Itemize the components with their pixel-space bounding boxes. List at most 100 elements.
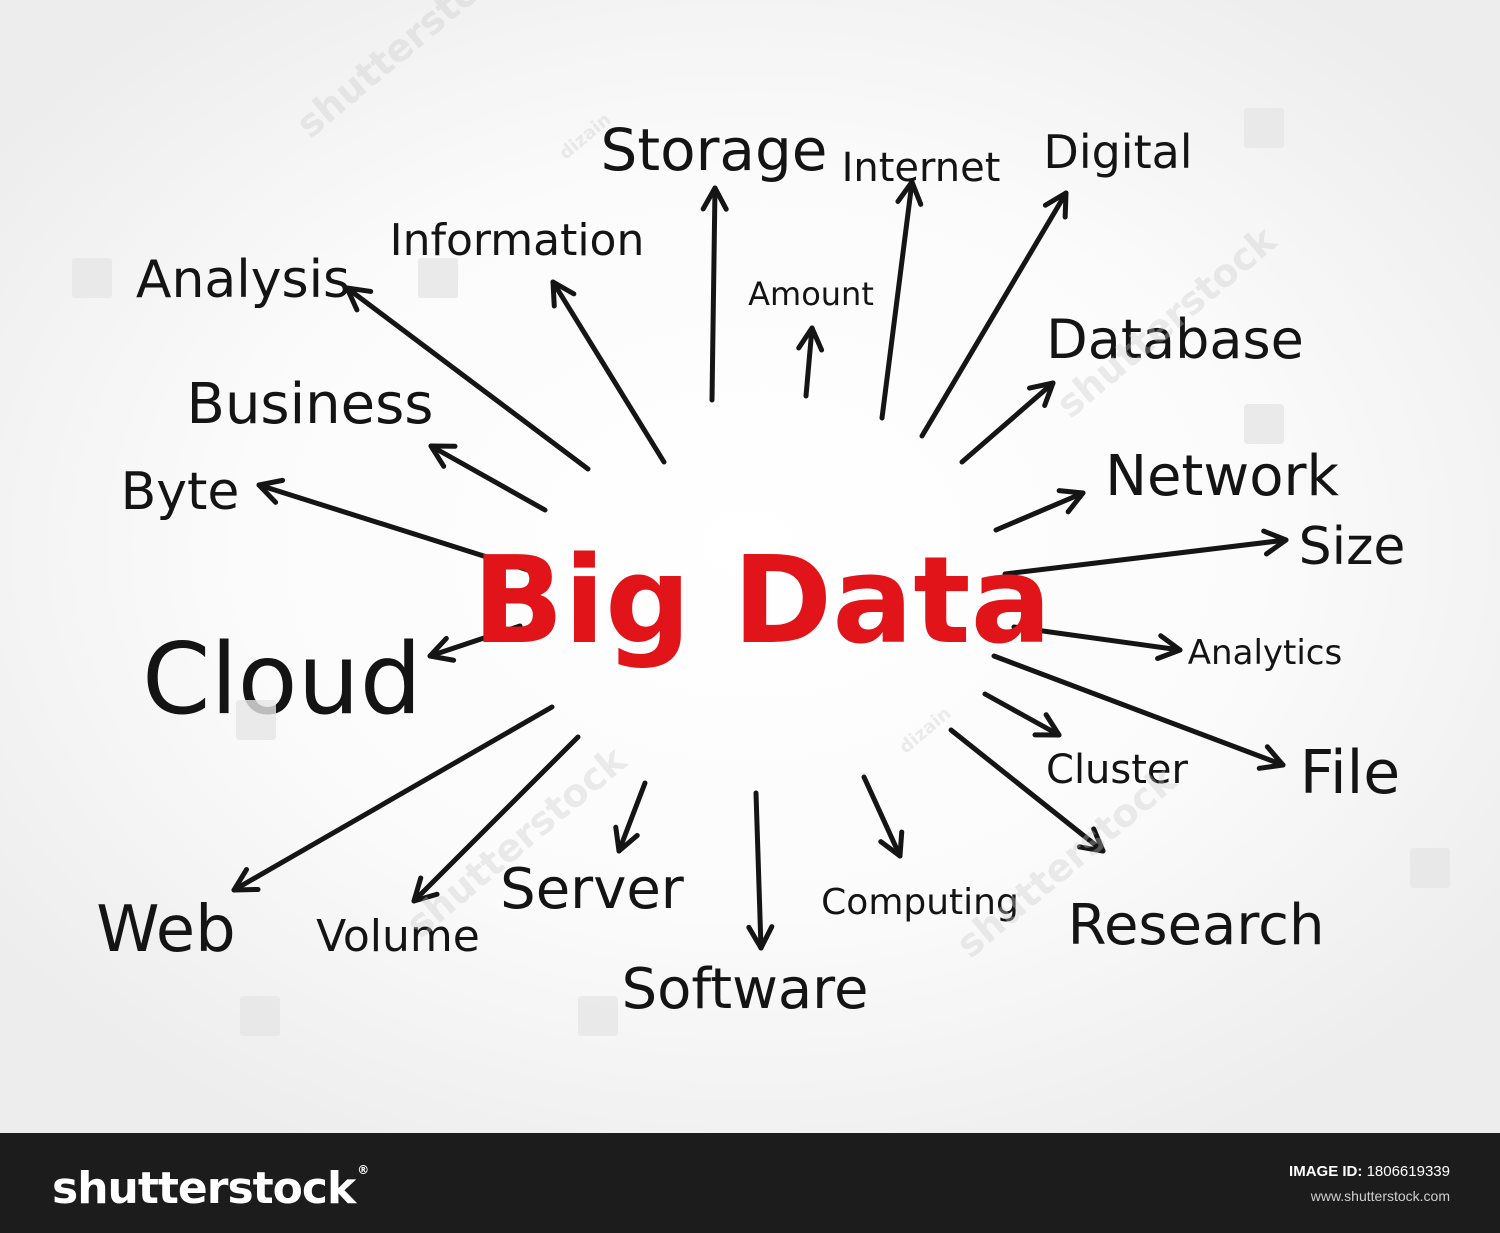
watermark-logo-icon xyxy=(1244,108,1284,148)
watermark-logo-icon xyxy=(418,258,458,298)
site-url[interactable]: www.shutterstock.com xyxy=(1310,1188,1450,1204)
arrowhead-icon xyxy=(231,867,261,893)
term-size: Size xyxy=(1298,517,1406,577)
arrow-shaft xyxy=(861,774,903,859)
arrow-shaft xyxy=(993,490,1086,533)
term-software: Software xyxy=(621,957,869,1022)
brand-logo[interactable]: shutterstock® xyxy=(52,1163,369,1214)
term-network: Network xyxy=(1105,444,1339,509)
arrow-shaft xyxy=(344,285,591,472)
arrowhead-icon xyxy=(895,179,924,207)
watermark-logo-icon xyxy=(1410,848,1450,888)
arrowhead-icon xyxy=(700,185,729,212)
term-internet: Internet xyxy=(841,145,1001,191)
arrowhead-icon xyxy=(1076,826,1106,854)
arrow-shaft xyxy=(919,190,1069,439)
arrowhead-icon xyxy=(613,824,640,854)
arrowhead-icon xyxy=(878,829,905,859)
arrow-shaft xyxy=(991,653,1286,768)
term-analytics: Analytics xyxy=(1187,633,1343,673)
watermark-logo-icon xyxy=(72,258,112,298)
arrow-shaft xyxy=(879,179,915,421)
watermark-logo-icon xyxy=(578,996,618,1036)
arrow-shaft xyxy=(959,380,1056,465)
arrow-shaft xyxy=(709,185,718,403)
arrow-shaft xyxy=(803,325,815,399)
term-cloud: Cloud xyxy=(142,623,422,737)
arrow-to-business xyxy=(428,443,548,513)
term-server: Server xyxy=(500,857,684,922)
term-research: Research xyxy=(1067,893,1325,958)
arrow-to-size xyxy=(1002,528,1289,577)
arrow-to-network xyxy=(993,488,1086,533)
image-id-line: IMAGE ID: 1806619339 xyxy=(1289,1163,1450,1180)
term-cluster: Cluster xyxy=(1046,747,1188,793)
arrowhead-icon xyxy=(796,325,825,353)
arrow-to-server xyxy=(613,780,648,854)
arrow-to-analytics xyxy=(1011,624,1183,662)
arrow-to-software xyxy=(746,790,775,951)
arrows-layer xyxy=(231,179,1289,951)
arrow-to-analysis xyxy=(344,285,591,472)
arrowhead-icon xyxy=(550,279,577,309)
arrow-to-information xyxy=(550,279,667,465)
arrow-to-cluster xyxy=(982,691,1062,738)
arrow-shaft xyxy=(1002,537,1289,577)
arrow-shaft xyxy=(428,443,548,513)
registered-mark: ® xyxy=(357,1163,369,1177)
arrow-shaft xyxy=(411,734,581,904)
arrowhead-icon xyxy=(1056,488,1086,515)
arrow-to-database xyxy=(959,380,1056,465)
arrowhead-icon xyxy=(1042,190,1069,220)
arrowhead-icon xyxy=(344,285,374,313)
arrowhead-icon xyxy=(411,875,440,904)
term-storage: Storage xyxy=(600,116,828,184)
arrow-shaft xyxy=(982,691,1062,738)
arrow-shaft xyxy=(231,704,555,893)
arrow-to-digital xyxy=(919,190,1069,439)
term-database: Database xyxy=(1046,308,1304,371)
term-analysis: Analysis xyxy=(135,250,351,310)
image-id-label: IMAGE ID: xyxy=(1289,1163,1363,1180)
watermark-logo-icon xyxy=(1244,404,1284,444)
arrowhead-icon xyxy=(1032,712,1062,738)
term-file: File xyxy=(1299,738,1401,808)
center-title: Big Data xyxy=(472,532,1052,671)
brand-name: shutterstock xyxy=(52,1163,356,1214)
arrowhead-icon xyxy=(428,443,458,469)
arrowhead-icon xyxy=(1155,633,1183,662)
arrow-shaft xyxy=(427,623,523,659)
arrowhead-icon xyxy=(256,477,286,505)
arrow-shaft xyxy=(948,727,1106,854)
arrow-shaft xyxy=(1011,624,1183,653)
arrow-to-amount xyxy=(796,325,825,399)
arrow-to-storage xyxy=(700,185,729,403)
arrow-shaft xyxy=(550,279,667,465)
term-information: Information xyxy=(389,215,645,266)
term-amount: Amount xyxy=(748,275,874,313)
arrow-to-byte xyxy=(256,477,531,573)
arrow-to-internet xyxy=(879,179,924,421)
arrow-to-file xyxy=(991,653,1286,771)
arrow-to-volume xyxy=(411,734,581,904)
image-id-value: 1806619339 xyxy=(1366,1163,1450,1180)
term-web: Web xyxy=(96,893,236,967)
term-digital: Digital xyxy=(1043,125,1193,179)
arrowhead-icon xyxy=(1256,744,1286,771)
term-business: Business xyxy=(186,372,434,437)
arrow-to-research xyxy=(948,727,1106,854)
term-byte: Byte xyxy=(120,462,240,522)
arrowhead-icon xyxy=(1261,528,1289,557)
arrowhead-icon xyxy=(427,635,457,663)
arrow-to-web xyxy=(231,704,555,893)
term-computing: Computing xyxy=(821,882,1019,923)
footer-bar: shutterstock® IMAGE ID: 1806619339 www.s… xyxy=(0,1133,1500,1233)
arrow-to-computing xyxy=(861,774,905,859)
arrowhead-icon xyxy=(746,924,775,951)
arrow-to-cloud xyxy=(427,623,523,663)
term-volume: Volume xyxy=(316,911,480,962)
arrow-shaft xyxy=(753,790,764,951)
arrow-shaft xyxy=(256,482,531,573)
watermark-logo-icon xyxy=(236,700,276,740)
arrowhead-icon xyxy=(1027,380,1056,408)
